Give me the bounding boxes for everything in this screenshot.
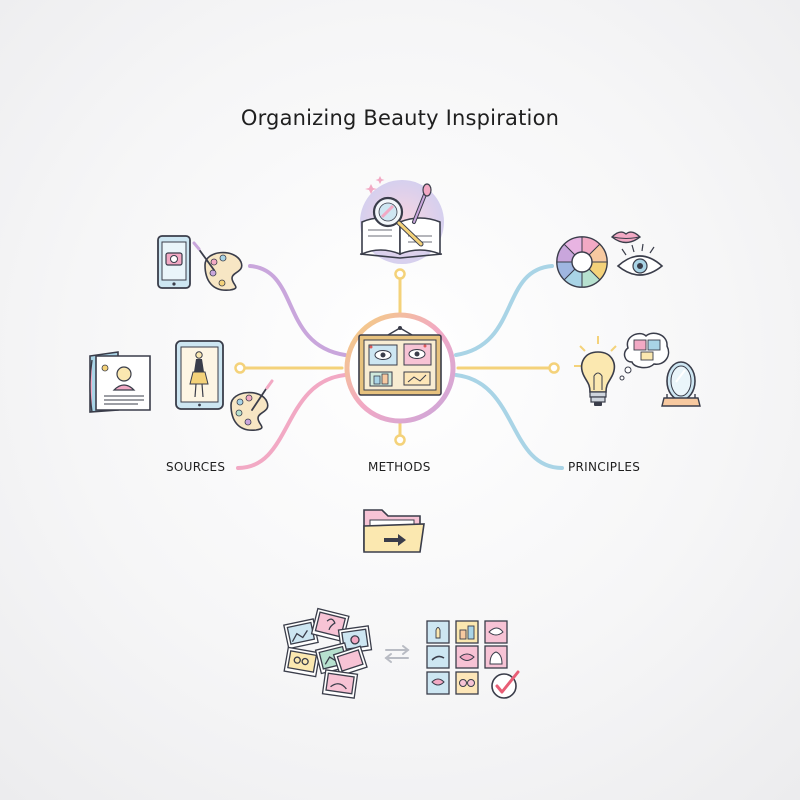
palette-icon (192, 241, 243, 291)
branch-label-methods: METHODS (368, 460, 431, 474)
color-wheel-icon (556, 236, 608, 288)
organized-grid-icon (426, 620, 508, 695)
mood-board-icon (344, 312, 456, 424)
folder-icon (363, 509, 425, 553)
branch-label-sources: SOURCES (166, 460, 226, 474)
palette-icon (230, 379, 274, 431)
page-title: Organizing Beauty Inspiration (240, 106, 560, 130)
checkmark-icon (491, 670, 520, 699)
scattered-photos-icon (283, 607, 373, 699)
connector-color-wheel (454, 264, 554, 357)
lips-icon (610, 231, 642, 244)
connector-principles (454, 373, 564, 470)
connector-phone (248, 264, 347, 357)
branch-label-principles: PRINCIPLES (568, 460, 641, 474)
connector-lines (234, 264, 564, 470)
magazine-icon (89, 351, 151, 413)
connector-sources (236, 373, 347, 470)
vanity-mirror-icon (661, 361, 701, 407)
lightbulb-icon (574, 336, 617, 406)
thought-bubble-icon (619, 332, 670, 381)
phone-camera-icon (157, 235, 191, 289)
eye-icon (616, 243, 664, 276)
magnifier-book-icon (359, 176, 444, 264)
tablet-fashion-icon (175, 340, 224, 410)
arrows-icon (384, 645, 410, 663)
